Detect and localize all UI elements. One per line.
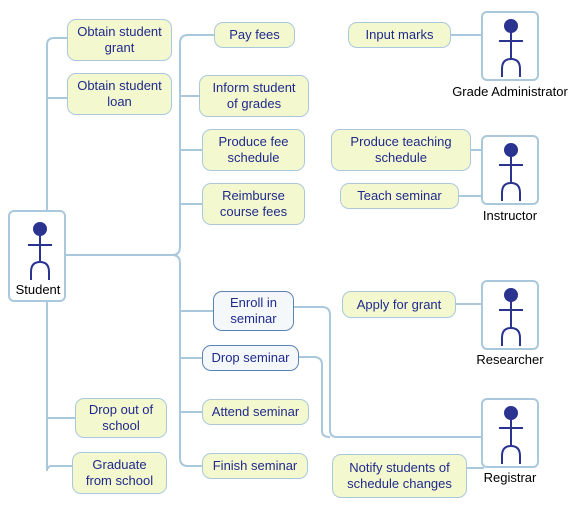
stick-figure-icon xyxy=(499,406,523,464)
use-case-teach-seminar[interactable]: Teach seminar xyxy=(340,183,459,209)
use-case-inform-student-of-grades[interactable]: Inform student of grades xyxy=(199,75,309,117)
actor-label-registrar: Registrar xyxy=(483,470,537,485)
use-case-drop-out-of-school[interactable]: Drop out of school xyxy=(75,398,167,438)
stick-figure-icon xyxy=(28,222,52,280)
actor-registrar[interactable] xyxy=(481,398,539,468)
stick-figure-icon xyxy=(499,143,523,201)
use-case-apply-for-grant[interactable]: Apply for grant xyxy=(342,291,456,318)
use-case-input-marks[interactable]: Input marks xyxy=(348,22,451,48)
actor-label-instructor: Instructor xyxy=(482,208,538,223)
use-case-pay-fees[interactable]: Pay fees xyxy=(214,22,295,48)
use-case-produce-teaching-schedule[interactable]: Produce teaching schedule xyxy=(331,129,471,171)
actor-researcher[interactable] xyxy=(481,280,539,350)
actor-label-grade-administrator: Grade Administrator xyxy=(452,84,568,99)
actor-grade-administrator[interactable] xyxy=(481,11,539,81)
use-case-enroll-in-seminar[interactable]: Enroll in seminar xyxy=(213,291,294,331)
use-case-reimburse-course-fees[interactable]: Reimburse course fees xyxy=(202,183,305,225)
actor-student[interactable]: Student xyxy=(8,210,66,302)
use-case-graduate-from-school[interactable]: Graduate from school xyxy=(72,452,167,494)
actor-label-researcher: Researcher xyxy=(476,352,544,367)
actor-label-student: Student xyxy=(15,282,61,297)
use-case-obtain-student-grant[interactable]: Obtain student grant xyxy=(67,19,172,61)
use-case-obtain-student-loan[interactable]: Obtain student loan xyxy=(67,73,172,115)
stick-figure-icon xyxy=(499,288,523,346)
use-case-finish-seminar[interactable]: Finish seminar xyxy=(202,453,308,479)
use-case-produce-fee-schedule[interactable]: Produce fee schedule xyxy=(202,129,305,171)
actor-instructor[interactable] xyxy=(481,135,539,205)
use-case-drop-seminar[interactable]: Drop seminar xyxy=(202,345,299,371)
stick-figure-icon xyxy=(499,19,523,77)
use-case-notify-schedule-changes[interactable]: Notify students of schedule changes xyxy=(332,454,467,498)
use-case-attend-seminar[interactable]: Attend seminar xyxy=(202,399,309,425)
